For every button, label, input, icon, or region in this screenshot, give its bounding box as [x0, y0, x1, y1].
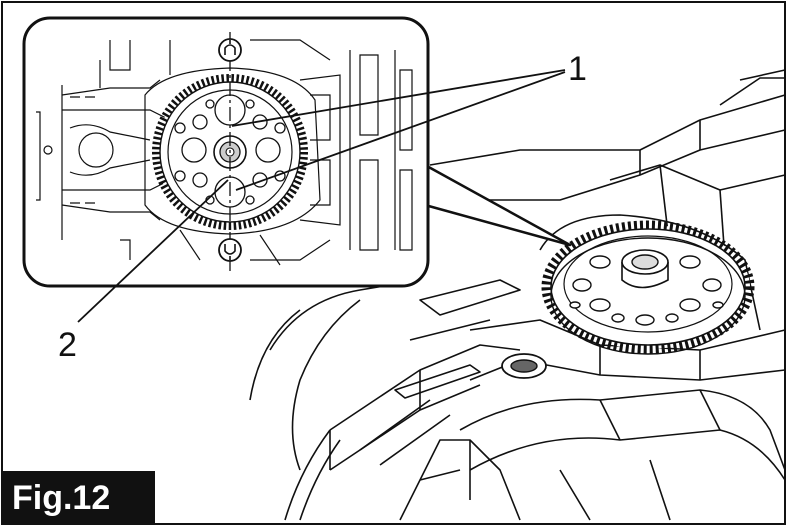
alignment-mark-top	[218, 38, 242, 62]
leader-2	[77, 179, 229, 323]
leader-lines	[77, 69, 566, 323]
hex-nut	[501, 353, 547, 379]
inset-connector	[424, 163, 572, 247]
leader-1b	[235, 71, 566, 191]
alignment-mark-bottom	[218, 238, 242, 262]
callout-label-1: 1	[568, 50, 587, 88]
callout-label-2: 2	[58, 326, 77, 364]
leader-1a	[231, 69, 566, 127]
inset-detail	[22, 16, 572, 288]
gear-perspective	[541, 220, 755, 355]
figure-tag: Fig.12	[2, 471, 155, 525]
